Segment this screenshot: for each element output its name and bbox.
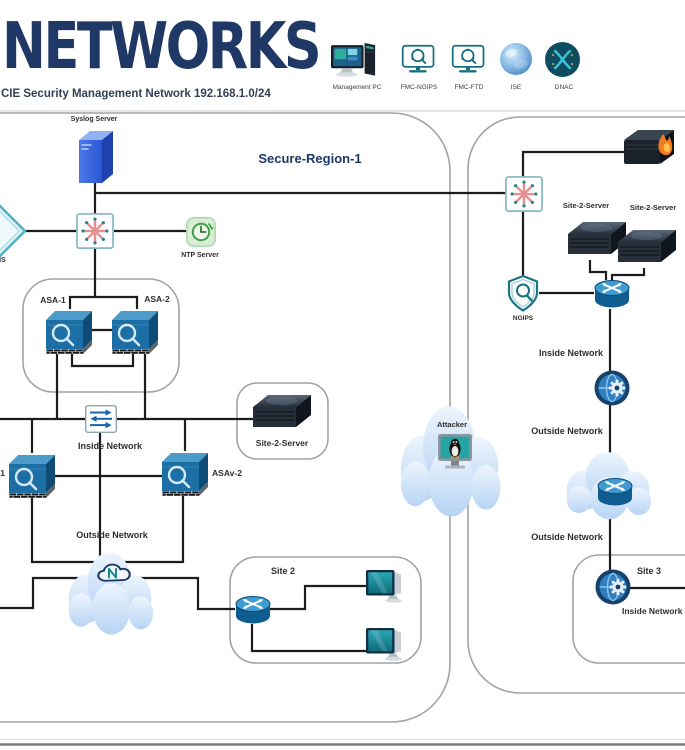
asa-cluster-box xyxy=(22,278,180,393)
fmc-ftd-icon xyxy=(451,44,485,74)
asav-2-icon xyxy=(160,451,210,498)
management-pc-icon xyxy=(331,43,376,77)
region-1-title: Secure-Region-1 xyxy=(258,151,362,166)
inside-network-label-left: Inside Network xyxy=(77,441,143,451)
outside-network-label-right-1: Outside Network xyxy=(531,426,603,436)
fmc-ngips-icon xyxy=(401,44,435,74)
asa-2-label: ASA-2 xyxy=(144,294,170,304)
site-3-gateway-icon xyxy=(594,568,632,606)
site-2-server-2-label: Site-2-Server xyxy=(629,203,677,212)
asa-2-icon xyxy=(110,309,160,356)
outside-network-label-left: Outside Network xyxy=(76,530,148,540)
asav-1-icon xyxy=(7,453,57,500)
vpn-cloud-glyph xyxy=(97,563,131,582)
wan-router-icon xyxy=(597,477,633,507)
inside-switch-icon xyxy=(84,404,118,434)
ntp-server-icon xyxy=(185,216,217,248)
inside-network-label-right: Inside Network xyxy=(538,348,604,358)
management-switch-icon xyxy=(75,212,115,250)
firewall-icon xyxy=(623,129,675,165)
page-subtitle: CIE Security Management Network 192.168.… xyxy=(1,88,271,100)
ise-icon xyxy=(500,43,532,75)
site-2-router-icon xyxy=(235,595,271,625)
site-3-inside-network-label: Inside Network xyxy=(622,606,683,616)
core-switch-icon xyxy=(504,175,544,213)
syslog-server-label: Syslog Server xyxy=(70,116,118,123)
syslog-server-icon xyxy=(79,131,113,183)
attacker-label: Attacker xyxy=(436,420,468,429)
asav-2-label: ASAv-2 xyxy=(212,468,242,478)
edge-router-icon xyxy=(594,279,630,309)
brand-logo: NETWORKS xyxy=(2,10,322,84)
connection-lines xyxy=(0,150,685,653)
dnac-icon xyxy=(543,40,582,79)
outside-network-label-right-2: Outside Network xyxy=(531,532,603,542)
legend-label-fmc-ngips: FMC-NGIPS xyxy=(400,84,438,91)
legend-label-dnac: DNAC xyxy=(554,84,574,91)
legend-label-fmc-ftd: FMC-FTD xyxy=(454,84,484,91)
site-2-server-label: Site-2-Server xyxy=(255,438,309,448)
site-3-title: Site 3 xyxy=(636,566,662,576)
dns-label: DNS xyxy=(0,257,6,264)
asa-1-icon xyxy=(44,309,94,356)
legend-label-ise: ISE xyxy=(510,84,522,91)
legend-label-management-pc: Management PC xyxy=(332,84,382,91)
ntp-server-label: NTP Server xyxy=(181,252,219,259)
inside-gateway-icon xyxy=(593,369,631,407)
asa-1-label: ASA-1 xyxy=(40,295,66,305)
site-2-server-1-label: Site-2-Server xyxy=(562,201,610,210)
site-2-title: Site 2 xyxy=(270,566,296,576)
asav-1-label: ASAv-1 xyxy=(0,468,5,478)
ngips-label: NGIPS xyxy=(512,315,534,322)
